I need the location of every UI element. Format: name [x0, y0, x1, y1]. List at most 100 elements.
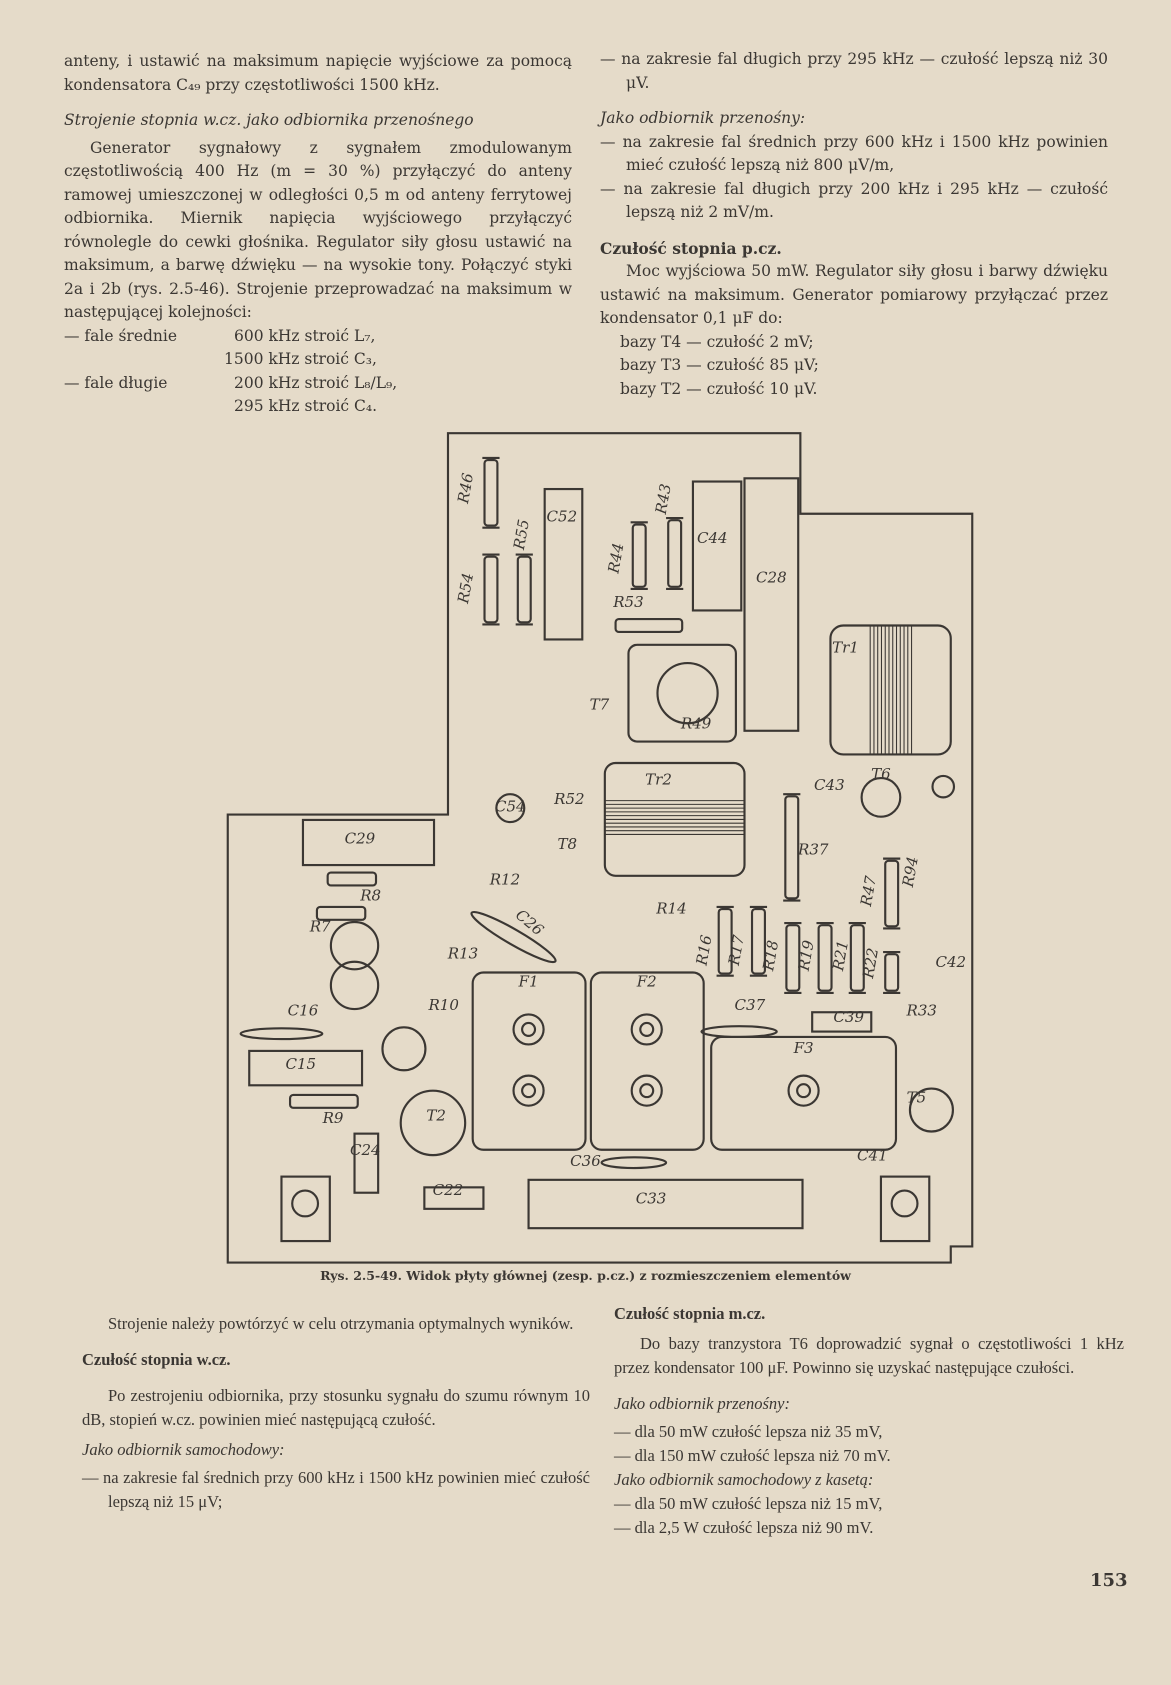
- component-label: F2: [636, 972, 657, 990]
- component-label: R22: [859, 946, 882, 980]
- component-label: R47: [857, 874, 880, 909]
- circle-component: [329, 920, 380, 971]
- component-label: C42: [935, 953, 966, 971]
- figure-caption: Rys. 2.5-49. Widok płyty głównej (zesp. …: [320, 1268, 851, 1283]
- paragraph: Moc wyjściowa 50 mW. Regulator siły głos…: [600, 262, 1108, 327]
- component-label: R55: [510, 518, 533, 552]
- bottom-left-column: Strojenie należy powtórzyć w celu otrzym…: [82, 1312, 590, 1514]
- bottom-right-column: Czułość stopnia m.cz. Do bazy tranzystor…: [614, 1302, 1124, 1540]
- tuning-step: 295 kHz stroić C₄.: [234, 397, 378, 415]
- component-label: R94: [899, 855, 922, 889]
- tuning-step: 600 kHz stroić L₇,: [234, 326, 376, 345]
- circle-component: [860, 776, 902, 818]
- component-label: R10: [427, 996, 459, 1014]
- resistor: [785, 924, 801, 992]
- component-label: R54: [454, 572, 477, 606]
- tuning-core: [630, 1013, 663, 1046]
- list-item: — na zakresie fal średnich przy 600 kHz …: [82, 1468, 590, 1511]
- tuning-row: 1500 kHz stroić C₃,: [64, 348, 572, 372]
- list-item: bazy T4 — czułość 2 mV;: [620, 332, 814, 351]
- component-label: Tr1: [832, 638, 859, 656]
- circle-component: [908, 1087, 954, 1133]
- component-label: R17: [725, 933, 748, 968]
- filter-can: [710, 1035, 898, 1151]
- resistor: [288, 1093, 359, 1109]
- component-label: C15: [285, 1055, 316, 1073]
- capacitor: [353, 1132, 380, 1194]
- circle-component: [399, 1089, 467, 1157]
- component-label: R46: [454, 471, 477, 506]
- mounting-screw: [291, 1189, 320, 1218]
- page-number: 153: [1090, 1570, 1128, 1591]
- capacitor-c16: [239, 1027, 324, 1041]
- component-label: C22: [433, 1181, 464, 1199]
- capacitor-c36: [600, 1156, 668, 1170]
- component-label: R49: [680, 715, 712, 733]
- resistor: [516, 555, 532, 624]
- circle-component: [495, 793, 526, 824]
- section-heading: Czułość stopnia m.cz.: [614, 1304, 766, 1323]
- resistor: [614, 617, 684, 634]
- component-label: R7: [309, 918, 331, 936]
- tuning-core-center: [796, 1083, 812, 1099]
- component-label: T2: [426, 1107, 446, 1125]
- list-item: bazy T2 — czułość 10 μV.: [620, 379, 818, 398]
- component-label: C24: [350, 1141, 381, 1159]
- component-label: T8: [557, 835, 577, 853]
- tuning-core: [630, 1074, 663, 1107]
- capacitor-c26: [470, 910, 557, 964]
- component-label: Tr2: [645, 770, 672, 788]
- section-heading: Jako odbiornik samochodowy z kasetą:: [614, 1470, 874, 1489]
- component-label: R12: [489, 870, 520, 888]
- resistor: [326, 871, 378, 887]
- capacitor: [527, 1178, 804, 1230]
- section-heading: Czułość stopnia w.cz.: [82, 1350, 231, 1369]
- mounting-bracket: [280, 1175, 331, 1243]
- component-label: C28: [756, 569, 787, 587]
- component-label: R53: [612, 593, 643, 611]
- filter-can: [471, 971, 587, 1151]
- component-label: T6: [871, 765, 891, 783]
- top-left-column: anteny, i ustawić na maksimum napięcie w…: [64, 50, 572, 419]
- tuning-core-center: [639, 1083, 655, 1099]
- list-item: bazy T3 — czułość 85 μV;: [620, 356, 819, 374]
- list-item: — na zakresie fal długich przy 200 kHz i…: [600, 179, 1108, 222]
- capacitor: [248, 1049, 364, 1087]
- component-label: C39: [833, 1008, 864, 1026]
- component-label: C52: [547, 507, 578, 525]
- circle-component: [329, 960, 380, 1011]
- resistor: [667, 519, 683, 588]
- paragraph: Do bazy tranzystora T6 doprowadzić sygna…: [614, 1334, 1124, 1377]
- filter-can: [589, 971, 705, 1151]
- tuning-step: 200 kHz stroić L₈/L₉,: [234, 373, 398, 392]
- tuning-core: [787, 1074, 820, 1107]
- potentiometer-dial: [656, 662, 719, 725]
- top-right-column: — na zakresie fal długich przy 295 kHz —…: [600, 48, 1108, 401]
- list-item: — dla 2,5 W czułość lepsza niż 90 mV.: [614, 1518, 874, 1537]
- component-label: C54: [495, 797, 526, 815]
- component-label: R9: [322, 1109, 344, 1127]
- tuning-core: [512, 1074, 545, 1107]
- component-label: R14: [655, 899, 686, 917]
- component-label: R18: [759, 939, 782, 973]
- paragraph: Generator sygnałowy z sygnałem zmodulowa…: [64, 138, 572, 322]
- resistor: [483, 458, 499, 527]
- paragraph: Po zestrojeniu odbiornika, przy stosunku…: [82, 1386, 590, 1429]
- component-label: C37: [735, 996, 766, 1014]
- component-label: C44: [697, 529, 728, 547]
- mounting-screw: [890, 1189, 919, 1218]
- resistor: [483, 555, 499, 624]
- circle-component: [931, 774, 956, 799]
- section-heading: Czułość stopnia p.cz.: [600, 238, 782, 258]
- component-label: T5: [907, 1088, 927, 1106]
- resistor: [884, 953, 900, 992]
- component-label: C29: [345, 830, 376, 848]
- capacitor-c37: [700, 1025, 778, 1039]
- tuning-core-center: [521, 1021, 537, 1037]
- resistor: [631, 523, 647, 588]
- tuning-core-center: [639, 1021, 655, 1037]
- paragraph: anteny, i ustawić na maksimum napięcie w…: [64, 52, 572, 94]
- resistor: [717, 908, 733, 975]
